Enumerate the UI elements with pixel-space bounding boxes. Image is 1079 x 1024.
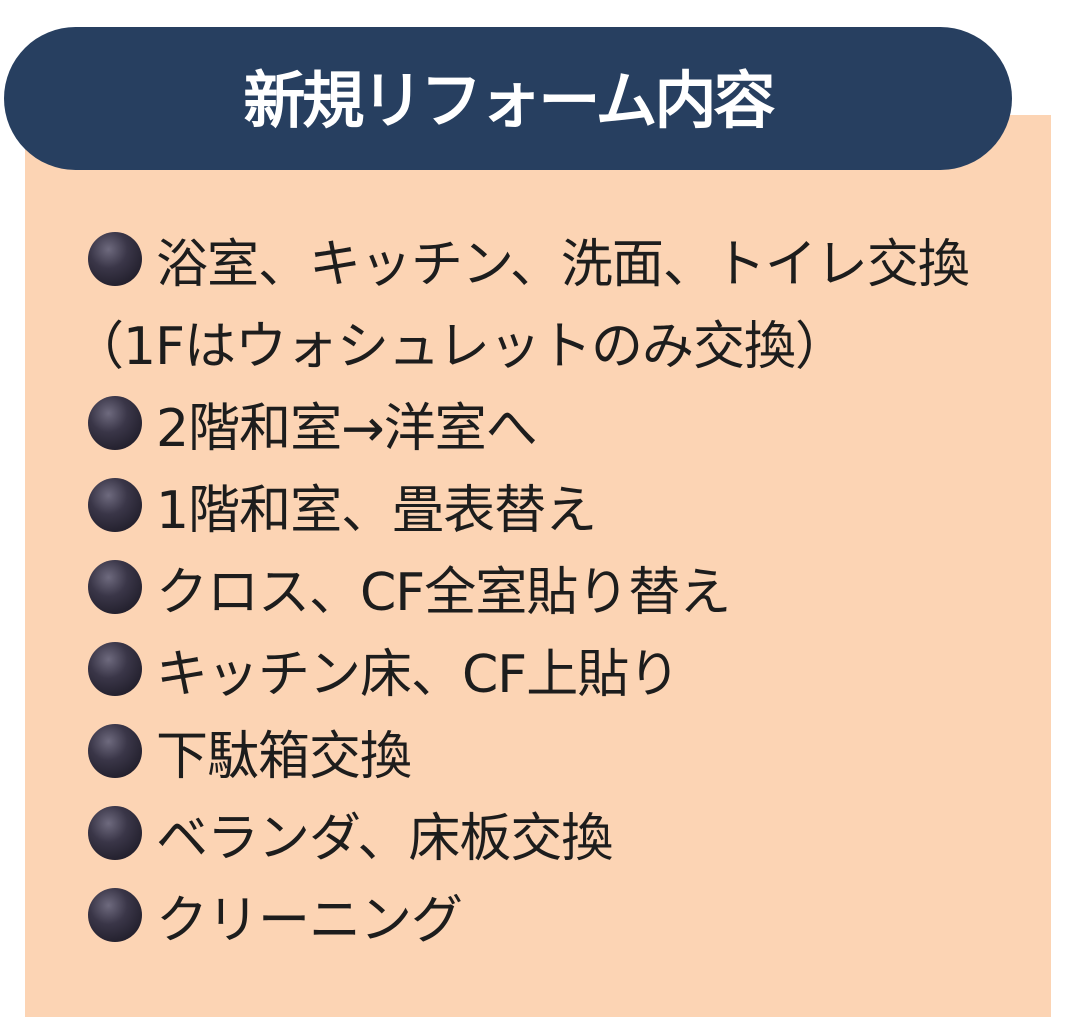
list-item: 下駄箱交換 xyxy=(72,710,1042,792)
list-item-text: クロス、CF全室貼り替え xyxy=(156,562,731,623)
list-item: クリーニング xyxy=(72,874,1042,956)
list-item: 1階和室、畳表替え xyxy=(72,464,1042,546)
list-item-text: 1階和室、畳表替え xyxy=(156,480,597,541)
list-item: 2階和室→洋室へ xyxy=(72,382,1042,464)
list-item-text: クリーニング xyxy=(156,890,463,951)
renovation-list: 浴室、キッチン、洗面、トイレ交換 （1Fはウォシュレットのみ交換） 2階和室→洋… xyxy=(72,218,1042,956)
list-item: キッチン床、CF上貼り xyxy=(72,628,1042,710)
bullet-icon xyxy=(88,806,142,860)
list-item-text: 浴室、キッチン、洗面、トイレ交換 xyxy=(156,234,970,295)
bullet-icon xyxy=(88,724,142,778)
list-item-text: 2階和室→洋室へ xyxy=(156,398,538,459)
list-item: ベランダ、床板交換 xyxy=(72,792,1042,874)
list-item: クロス、CF全室貼り替え xyxy=(72,546,1042,628)
bullet-icon xyxy=(88,888,142,942)
list-item-text: キッチン床、CF上貼り xyxy=(156,644,680,705)
list-item-continuation: （1Fはウォシュレットのみ交換） xyxy=(72,300,1042,382)
bullet-icon xyxy=(88,396,142,450)
list-item: 浴室、キッチン、洗面、トイレ交換 xyxy=(72,218,1042,300)
list-item-text: 下駄箱交換 xyxy=(156,726,412,787)
banner-title: 新規リフォーム内容 xyxy=(243,63,775,137)
bullet-icon xyxy=(88,642,142,696)
title-banner: 新規リフォーム内容 xyxy=(4,27,1012,170)
list-item-text: （1Fはウォシュレットのみ交換） xyxy=(72,316,847,377)
list-item-text: ベランダ、床板交換 xyxy=(156,808,613,869)
bullet-icon xyxy=(88,560,142,614)
content-panel xyxy=(25,115,1051,1017)
bullet-icon xyxy=(88,232,142,286)
bullet-icon xyxy=(88,478,142,532)
